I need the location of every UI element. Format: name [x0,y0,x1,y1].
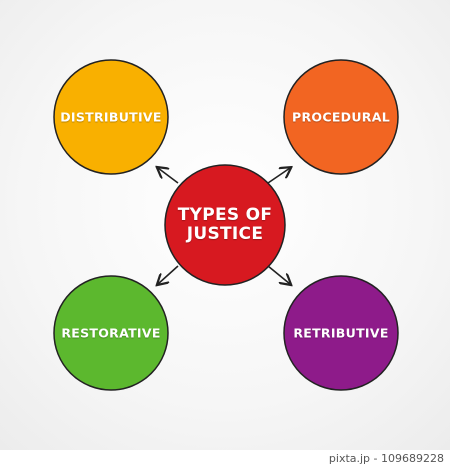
node-distributive-label: DISTRIBUTIVE [60,109,162,125]
arrow-to-restorative [158,265,179,284]
stock-id-text: pixta.jp - 109689228 [328,452,444,465]
node-retributive-circle [283,275,399,391]
arrow-to-retributive [267,265,290,284]
center-circle [164,164,286,286]
center-label: TYPES OF JUSTICE [178,206,273,244]
diagram-background: DISTRIBUTIVE PROCEDURAL RESTORATIVE RETR… [0,0,450,450]
center-label-line2: JUSTICE [186,224,264,244]
center-label-line1: TYPES OF [177,205,273,225]
mind-map-diagram [53,59,399,391]
arrow-to-procedural [267,168,290,184]
node-restorative-circle [53,275,169,391]
node-procedural-label: PROCEDURAL [292,109,390,125]
node-restorative-label: RESTORATIVE [61,325,161,341]
node-distributive-circle [53,59,169,175]
arrow-to-distributive [158,168,179,184]
node-retributive-label: RETRIBUTIVE [293,325,389,341]
footer-bar: pixta.jp - 109689228 [0,450,450,469]
node-procedural-circle [283,59,399,175]
